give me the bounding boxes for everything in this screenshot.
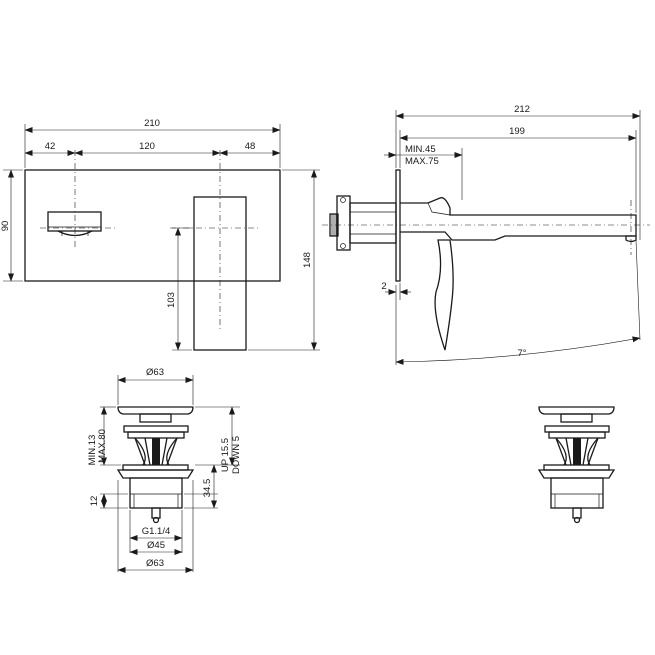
dim-212: 212 — [514, 104, 530, 115]
drain-cage-2 — [555, 437, 599, 466]
drain-cap-2 — [538, 406, 615, 415]
side-lever — [434, 239, 454, 351]
front-view: 210 42 120 48 90 148 103 — [0, 118, 320, 351]
dim-199: 199 — [509, 126, 525, 137]
spout-outlet — [47, 211, 102, 237]
side-view: 212 199 MIN.45 MAX.75 2 7° — [322, 104, 650, 365]
dim-90: 90 — [0, 221, 11, 232]
dim-thread-height: 12 — [89, 496, 100, 507]
dim-angle: 7° — [517, 348, 526, 359]
dim-120: 120 — [139, 141, 155, 152]
lever-handle — [193, 196, 247, 351]
wall-plate — [24, 169, 281, 282]
drain-view-plain — [537, 406, 616, 524]
concealed-body — [329, 195, 397, 251]
dim-stroke-min: MIN.13 — [87, 435, 98, 466]
dim-cap-diameter-top: Ø63 — [146, 367, 164, 378]
drain-flange-2 — [544, 425, 610, 433]
dim-body-height: 34.5 — [202, 479, 213, 498]
dim-down: DOWN 5 — [231, 436, 242, 474]
dim-103: 103 — [166, 292, 177, 308]
spout — [400, 197, 637, 241]
dim-wall-min: MIN.45 — [405, 144, 436, 155]
dim-210: 210 — [144, 118, 160, 129]
dim-cap-diameter-bottom: Ø63 — [146, 558, 164, 569]
drain-body-2 — [550, 477, 604, 509]
dim-thread: G1.1/4 — [142, 526, 171, 537]
drain-cap — [117, 406, 194, 415]
dim-up: UP 15.5 — [220, 438, 231, 472]
dim-42: 42 — [45, 141, 56, 152]
drain-view-dimensioned: Ø63 MIN.13 MAX.80 UP 15.5 DOWN 5 34.5 12… — [87, 367, 242, 573]
dim-48: 48 — [245, 141, 256, 152]
drain-body — [129, 477, 183, 509]
drain-cage — [134, 437, 178, 466]
drain-flange — [123, 425, 189, 433]
dim-body-diameter: Ø45 — [147, 540, 165, 551]
dim-wall-max: MAX.75 — [405, 156, 439, 167]
dim-148: 148 — [302, 252, 313, 268]
dim-stroke-max: MAX.80 — [97, 429, 108, 463]
dim-2: 2 — [381, 281, 386, 292]
